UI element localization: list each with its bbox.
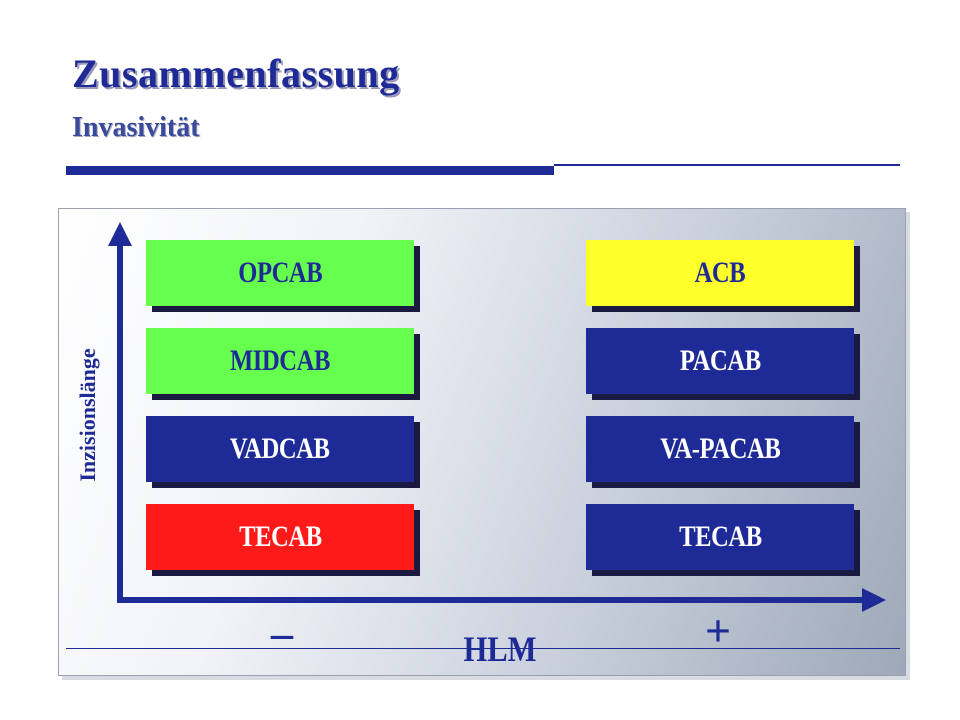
box-tecab-left-label: TECAB [238, 520, 322, 553]
y-axis-arrowhead [108, 222, 132, 246]
box-vadcab: VADCAB [146, 416, 414, 482]
box-va-pacab: VA-PACAB [586, 416, 854, 482]
box-pacab: PACAB [586, 328, 854, 394]
box-midcab-label: MIDCAB [229, 344, 331, 377]
box-va-pacab-label: VA-PACAB [659, 432, 781, 465]
bottom-divider [66, 648, 900, 649]
box-pacab-label: PACAB [679, 344, 761, 377]
box-vadcab-label: VADCAB [230, 432, 330, 465]
box-tecab-left: TECAB [146, 504, 414, 570]
x-axis-minus: – [271, 609, 293, 658]
x-axis-arrowhead [862, 588, 886, 612]
x-axis-label: HLM [457, 628, 543, 670]
box-tecab-right-label: TECAB [678, 520, 762, 553]
title-underline-thin [554, 164, 900, 166]
y-axis-label: Inzisionslänge [75, 348, 100, 482]
box-tecab-right: TECAB [586, 504, 854, 570]
box-opcab: OPCAB [146, 240, 414, 306]
x-axis-label-text: HLM [463, 629, 537, 669]
box-midcab: MIDCAB [146, 328, 414, 394]
box-acb-label: ACB [694, 256, 746, 289]
page-title: Zusammenfassung [72, 51, 400, 96]
x-axis-plus: + [704, 605, 732, 656]
box-acb: ACB [586, 240, 854, 306]
title-underline-thick [66, 166, 554, 175]
box-opcab-label: OPCAB [237, 256, 323, 289]
page-subtitle: Invasivität [72, 112, 200, 143]
